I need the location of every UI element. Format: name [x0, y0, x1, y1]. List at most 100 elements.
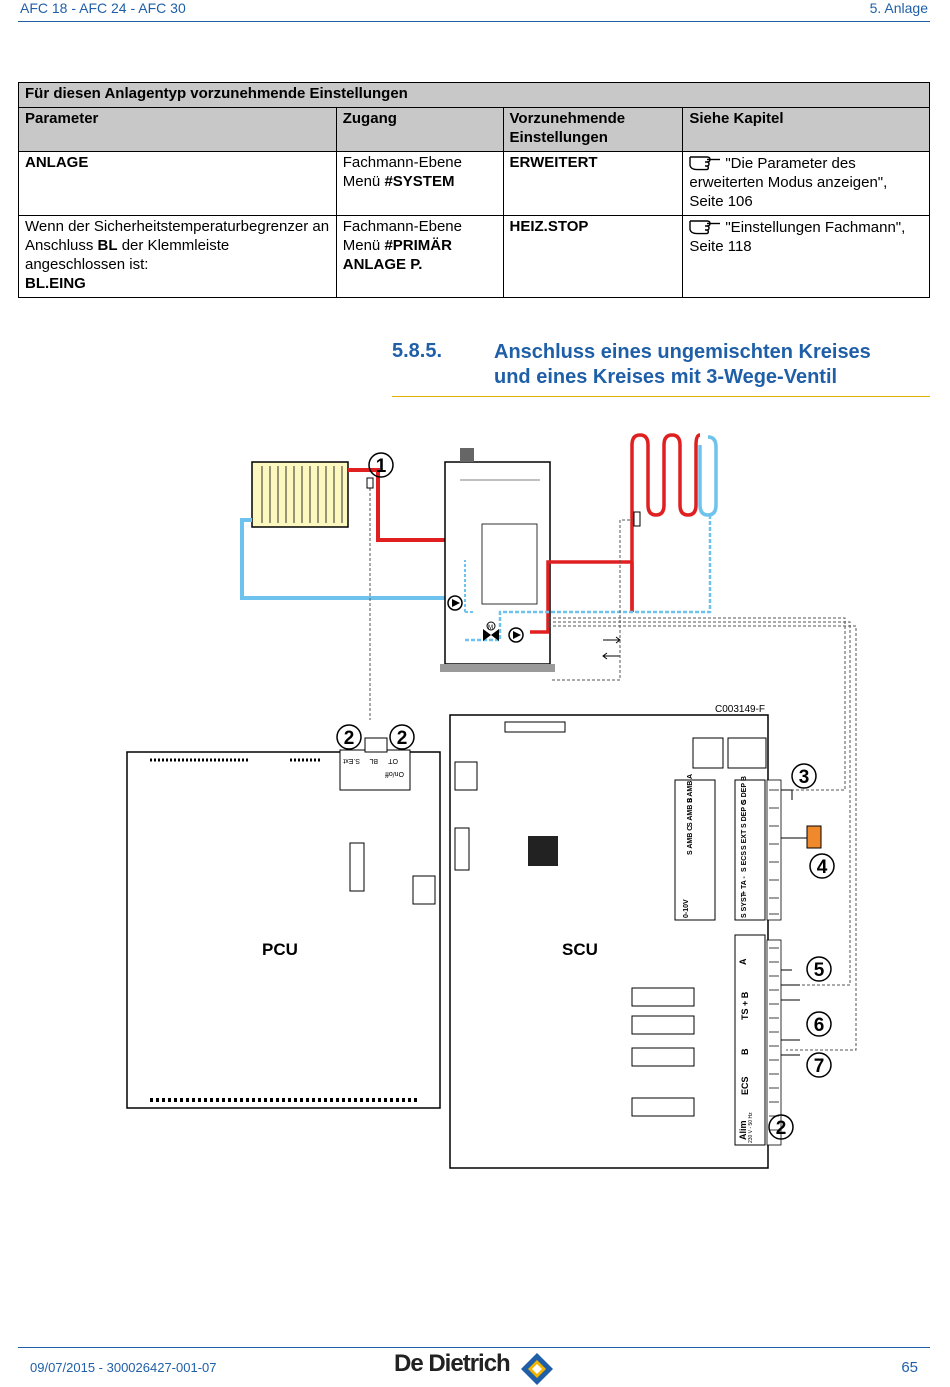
svg-text:M: M	[488, 625, 493, 631]
header-parameter: Parameter	[18, 107, 337, 152]
three-way-valve-icon: M	[483, 621, 499, 641]
callout-2b	[389, 724, 415, 750]
svg-text:B: B	[740, 1048, 750, 1055]
section-title: Anschluss eines ungemischten Kreises und…	[494, 340, 871, 390]
boiler-flow-pipe	[530, 560, 632, 634]
row2-menu-sub: ANLAGE P.	[342, 256, 423, 273]
svg-text:S AMB C: S AMB C	[687, 826, 694, 855]
radiator-flow-pipe	[348, 468, 457, 596]
table-caption: Für diesen Anlagentyp vorzunehmende Eins…	[18, 82, 930, 108]
pcu-label: PCU	[262, 940, 298, 959]
row2-ref-text: "Einstellungen Fachmann", Seite 118	[689, 219, 906, 255]
svg-text:2: 2	[776, 1118, 787, 1139]
scu-terminal-labels: 0-10V S AMB C S AMB B S AMB A S SYST + T…	[683, 774, 754, 1143]
row2-access: Fachmann-Ebene Menü #PRIMÄR ANLAGE P.	[335, 215, 504, 298]
outdoor-sensor-icon	[806, 825, 822, 849]
callout-1	[368, 452, 394, 478]
callout-4	[809, 853, 835, 879]
row1-access-level: Fachmann-Ebene	[342, 154, 462, 171]
row2-setting: HEIZ.STOP	[502, 215, 684, 298]
pointing-hand-icon	[689, 220, 721, 235]
row1-ref: "Die Parameter des erweiterten Modus anz…	[682, 151, 930, 216]
footer-date-ref: 09/07/2015 - 300026427-001-07	[30, 1360, 217, 1375]
svg-text:S ECS: S ECS	[741, 851, 748, 872]
row2-param-post: der Klemmleiste angeschlossen ist:	[25, 237, 230, 273]
svg-text:2: 2	[344, 728, 355, 749]
radiator-icon	[251, 461, 349, 528]
floor-heating-return	[698, 435, 718, 517]
terminal-screws	[769, 789, 779, 1131]
section-rule	[392, 396, 930, 397]
callout-numbers: 1 2 2 3 4 5 6 7 2	[344, 456, 828, 1139]
row2-menu-prefix: Menü	[342, 237, 385, 254]
row1-param: ANLAGE	[18, 151, 337, 216]
svg-text:S SYST: S SYST	[741, 892, 748, 918]
footer-rule	[18, 1347, 930, 1348]
header-zugang: Zugang	[335, 107, 504, 152]
row2-menu: #PRIMÄR	[384, 237, 452, 254]
row2-param: Wenn der Sicherheitstemperaturbegrenzer …	[18, 215, 337, 298]
svg-text:5: 5	[814, 960, 825, 981]
callout-7	[806, 1052, 832, 1078]
svg-text:BL: BL	[369, 757, 378, 764]
table-header-row: Parameter Zugang Vorzunehmende Einstellu…	[18, 107, 930, 152]
pcu-board	[126, 737, 441, 1109]
diagram-code: C003149-F	[715, 704, 765, 715]
row2-ref: "Einstellungen Fachmann", Seite 118	[682, 215, 930, 298]
table-row: Wenn der Sicherheitstemperaturbegrenzer …	[18, 215, 930, 298]
pcu-terminal-labels: S.Ext BL OT On/off	[343, 757, 404, 777]
return-pipe	[465, 515, 712, 642]
svg-text:TS + B: TS + B	[740, 991, 750, 1020]
svg-text:7: 7	[814, 1056, 825, 1077]
row1-ref-text: "Die Parameter des erweiterten Modus anz…	[689, 155, 888, 210]
row2-param-value: BL.EING	[25, 275, 86, 292]
row1-access: Fachmann-Ebene Menü #SYSTEM	[335, 151, 504, 216]
callouts	[336, 452, 835, 1140]
row1-menu-prefix: Menü	[342, 173, 385, 190]
row2-param-bold: BL	[97, 237, 118, 254]
row2-param-pre: Wenn der Sicherheitstemperaturbegrenzer …	[25, 218, 330, 254]
callout-3	[791, 763, 817, 789]
svg-text:S AMB A: S AMB A	[687, 774, 694, 803]
wiring-diagram: M PCU S.Ext BL OT On/off	[126, 433, 857, 1169]
header-kapitel: Siehe Kapitel	[682, 107, 930, 152]
flow-arrow-icon	[602, 636, 621, 660]
svg-text:ECS: ECS	[740, 1076, 750, 1095]
scu-label: SCU	[562, 940, 598, 959]
row2-access-level: Fachmann-Ebene	[342, 218, 462, 235]
section-number: 5.8.5.	[392, 340, 443, 362]
svg-text:0-10V: 0-10V	[683, 899, 690, 918]
svg-text:3: 3	[799, 767, 810, 788]
page-number: 65	[901, 1359, 918, 1376]
row1-setting-text: ERWEITERT	[509, 154, 598, 171]
section-title-line1: Anschluss eines ungemischten Kreises	[494, 341, 871, 363]
row2-setting-text: HEIZ.STOP	[509, 218, 589, 235]
header-rule	[18, 21, 930, 22]
table-caption-row: Für diesen Anlagentyp vorzunehmende Eins…	[18, 82, 930, 108]
svg-text:OT: OT	[388, 757, 398, 764]
header-doc-title: AFC 18 - AFC 24 - AFC 30	[20, 0, 186, 16]
callout-6	[806, 1011, 832, 1037]
svg-text:S.Ext: S.Ext	[343, 757, 360, 764]
brand-diamond-icon	[521, 1353, 553, 1385]
svg-text:On/off: On/off	[385, 770, 404, 777]
row1-param-text: ANLAGE	[25, 154, 89, 171]
svg-text:1: 1	[376, 456, 387, 477]
callout-2	[336, 724, 362, 750]
table-row: ANLAGE Fachmann-Ebene Menü #SYSTEM ERWEI…	[18, 151, 930, 216]
svg-text:S AMB B: S AMB B	[687, 798, 694, 827]
svg-text:230 V - 50 Hz: 230 V - 50 Hz	[748, 1112, 754, 1143]
svg-text:4: 4	[817, 857, 828, 878]
header-chapter: 5. Anlage	[869, 0, 928, 16]
floor-heating-coil	[630, 433, 701, 612]
radiator-return-pipe	[240, 518, 452, 617]
sensor-wiring	[369, 478, 857, 1051]
terminal-blocks	[766, 779, 782, 1146]
row1-setting: ERWEITERT	[502, 151, 684, 216]
svg-text:A: A	[738, 958, 748, 965]
svg-text:+ TA -: + TA -	[741, 875, 748, 895]
svg-text:6: 6	[814, 1015, 825, 1036]
scu-board	[449, 714, 769, 1169]
header-einstellungen: Vorzunehmende Einstellungen	[502, 107, 684, 152]
callout-5	[806, 956, 832, 982]
